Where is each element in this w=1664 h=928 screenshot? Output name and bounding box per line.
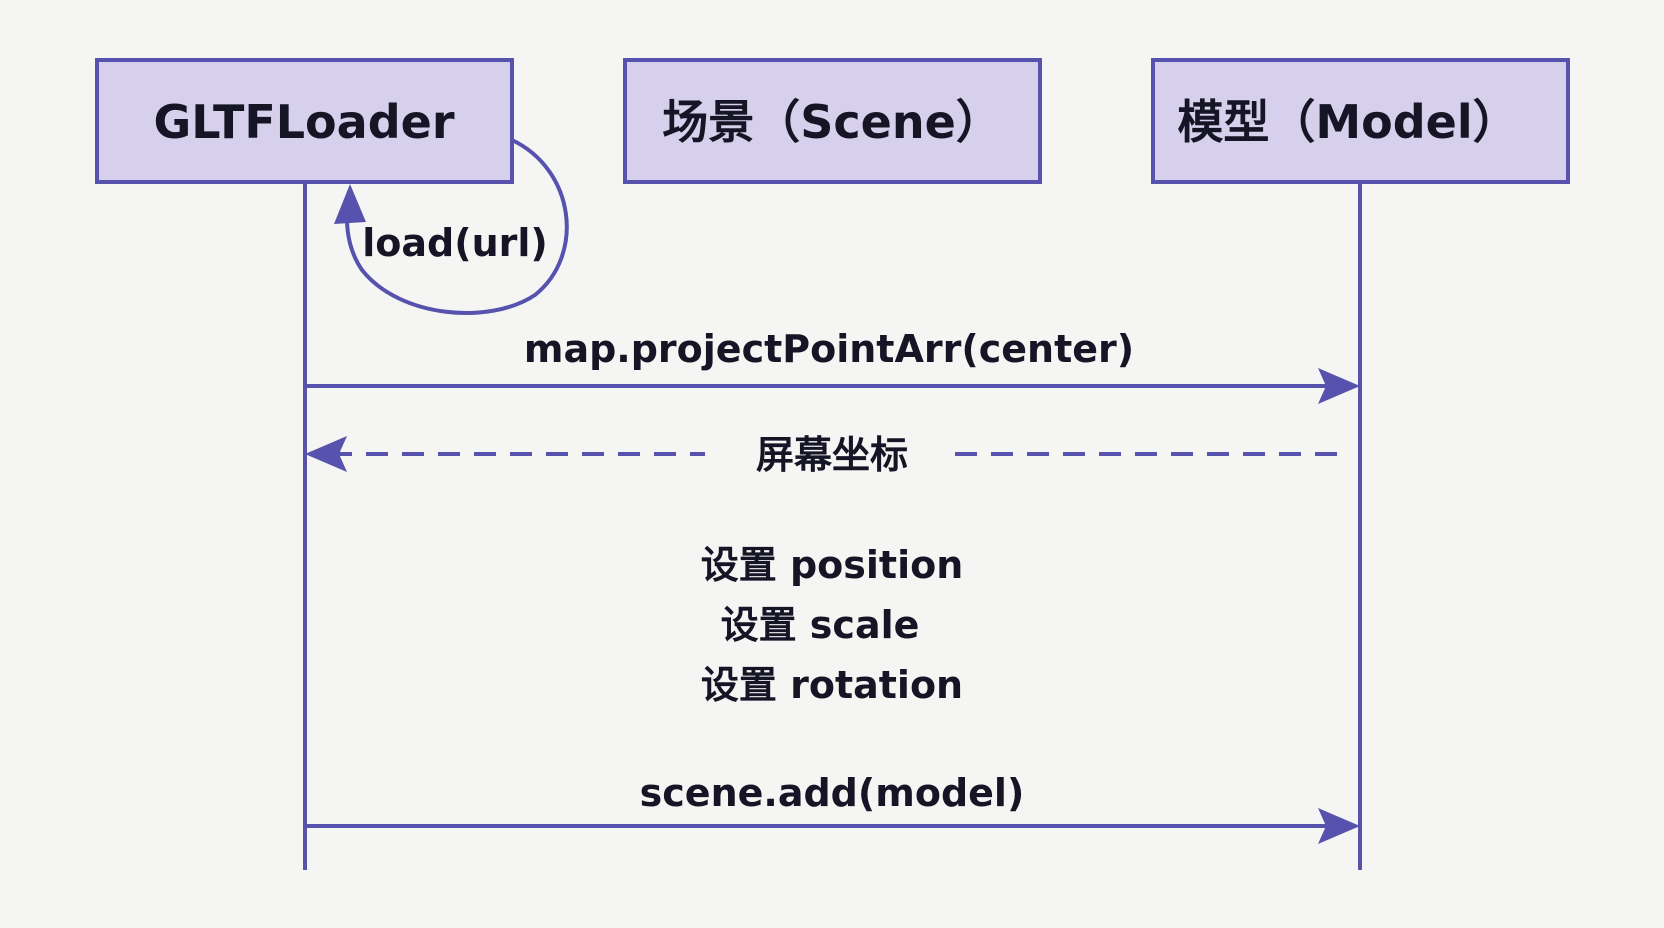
- self-call-loop-arc: [345, 138, 569, 315]
- participant-scene-label: 场景（Scene）: [662, 95, 1002, 149]
- self-call-load: load(url): [334, 138, 569, 315]
- self-call-label: load(url): [362, 221, 548, 265]
- participant-model: 模型（Model）: [1151, 58, 1570, 184]
- return-screen-coords-label: 屏幕坐标: [756, 433, 908, 477]
- self-call-arrowhead: [334, 184, 366, 224]
- message-project-point: map.projectPointArr(center): [305, 327, 1360, 404]
- message-scene-add-arrowhead: [1318, 808, 1360, 844]
- message-scene-add-label: scene.add(model): [640, 771, 1025, 815]
- participant-scene: 场景（Scene）: [623, 58, 1042, 184]
- note-line-rotation: 设置 rotation: [701, 663, 963, 707]
- message-project-point-arrowhead: [1318, 368, 1360, 404]
- note-settings: 设置 position 设置 scale 设置 rotation: [701, 543, 964, 707]
- participant-gltfloader: GLTFLoader: [95, 58, 514, 184]
- return-screen-coords-arrowhead: [305, 436, 347, 472]
- return-screen-coords: 屏幕坐标: [305, 433, 1350, 477]
- message-project-point-label: map.projectPointArr(center): [524, 327, 1134, 371]
- participant-model-label: 模型（Model）: [1177, 95, 1518, 149]
- participant-gltfloader-label: GLTFLoader: [153, 95, 454, 149]
- note-line-position: 设置 position: [701, 543, 964, 587]
- note-line-scale: 设置 scale: [721, 603, 920, 647]
- message-scene-add: scene.add(model): [305, 771, 1360, 844]
